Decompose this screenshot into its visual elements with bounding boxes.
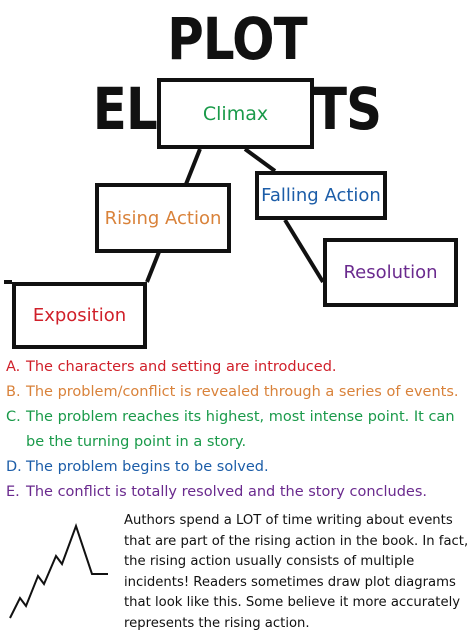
rising-action-label: Rising Action: [104, 207, 222, 229]
rising-action-note: Authors spend a LOT of time writing abou…: [124, 513, 469, 631]
resolution-box: Resolution: [323, 238, 458, 307]
climax-label: Climax: [202, 102, 269, 125]
climax-box: Climax: [157, 78, 314, 149]
definition-a: A. The characters and setting are introd…: [6, 355, 468, 380]
definition-c: C. The problem reaches its highest, most…: [6, 405, 468, 455]
definition-b: B. The problem/conflict is revealed thro…: [6, 380, 468, 405]
definitions-list: A. The characters and setting are introd…: [6, 355, 468, 505]
definition-letter: D.: [6, 459, 22, 475]
definition-d: D. The problem begins to be solved.: [6, 455, 468, 480]
falling-line-bottom: [283, 218, 325, 284]
definition-e: E. The conflict is totally resolved and …: [6, 480, 468, 505]
definition-letter: C.: [6, 409, 21, 425]
exposition-box: Exposition: [12, 282, 147, 349]
rising-action-box: Rising Action: [95, 183, 231, 253]
definition-text: The conflict is totally resolved and the…: [26, 484, 428, 500]
zigzag-rising-diagram: [9, 522, 108, 619]
definition-letter: E.: [6, 484, 20, 500]
exposition-label: Exposition: [32, 305, 127, 326]
falling-action-label: Falling Action: [261, 185, 381, 206]
definition-text: The problem reaches its highest, most in…: [26, 409, 455, 450]
resolution-label: Resolution: [343, 262, 438, 283]
falling-line-top: [243, 147, 277, 173]
definition-text: The characters and setting are introduce…: [26, 359, 337, 375]
definition-text: The problem begins to be solved.: [26, 459, 269, 475]
definition-letter: A.: [6, 359, 21, 375]
falling-action-box: Falling Action: [255, 171, 387, 220]
definition-letter: B.: [6, 384, 21, 400]
definition-text: The problem/conflict is revealed through…: [26, 384, 459, 400]
